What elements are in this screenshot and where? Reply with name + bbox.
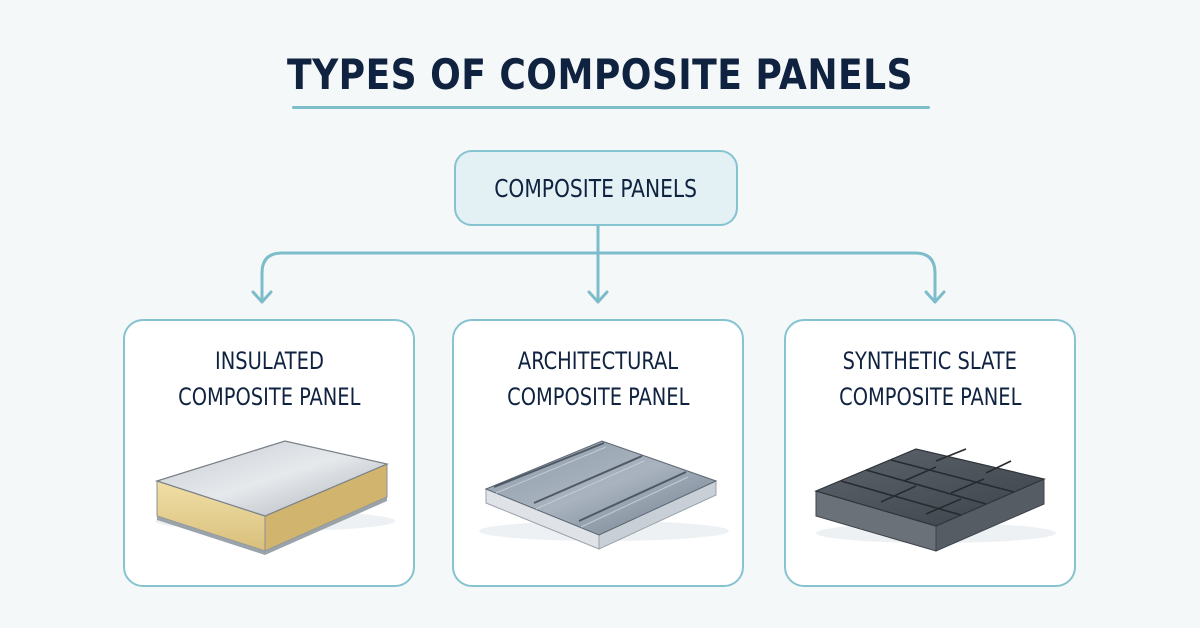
card-insulated-panel: INSULATED COMPOSITE PANEL (123, 319, 415, 587)
page-title: TYPES OF COMPOSITE PANELS (287, 50, 913, 99)
insulated-panel-image (155, 440, 395, 555)
root-node-label: COMPOSITE PANELS (494, 173, 698, 203)
architectural-panel-image (479, 440, 729, 550)
card-architectural-panel: ARCHITECTURAL COMPOSITE PANEL (452, 319, 744, 587)
card-title: SYNTHETIC SLATE COMPOSITE PANEL (838, 347, 1022, 411)
title-underline (292, 106, 930, 109)
card-title: ARCHITECTURAL COMPOSITE PANEL (506, 347, 690, 411)
card-title: INSULATED COMPOSITE PANEL (177, 347, 361, 411)
root-node-composite-panels: COMPOSITE PANELS (454, 150, 738, 226)
card-synthetic-slate-panel: SYNTHETIC SLATE COMPOSITE PANEL (784, 319, 1076, 587)
slate-panel-image (814, 448, 1056, 552)
